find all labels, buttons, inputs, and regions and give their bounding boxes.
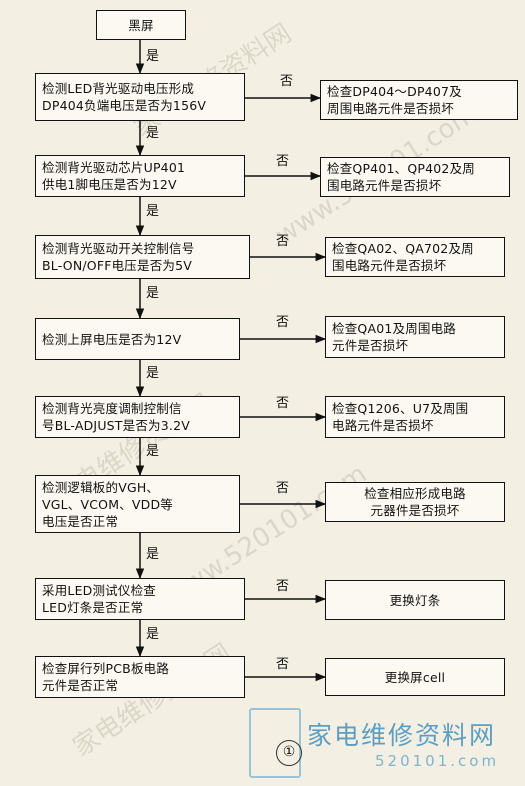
action-node: 检查Q1206、U7及周围 电路元件是否损坏 [325,396,505,438]
check-line: 采用LED测试仪检查 [42,583,156,598]
yes-label: 是 [146,126,160,141]
page-number: ① [276,740,302,766]
no-label: 否 [276,481,290,496]
check-line: 检测背光亮度调制控制信 [42,401,182,416]
action-line: 周围电路元件是否损坏 [327,101,455,116]
check-line: BL-ON/OFF电压是否为5V [42,258,193,273]
yes-label: 是 [146,444,160,459]
yes-label: 是 [146,627,160,642]
check-line: 检测LED背光驱动电压形成 [42,81,195,96]
check-line: 检测逻辑板的VGH、 [42,479,160,495]
action-line: 电路元件是否损坏 [332,418,434,433]
action-node: 更换屏cell [325,658,505,696]
check-node: 检测背光驱动芯片UP401 供电1脚电压是否为12V [35,155,245,197]
action-node: 更换灯条 [325,580,505,620]
no-label: 否 [276,579,290,594]
action-line: 元器件是否损坏 [370,503,460,518]
check-line: 检查屏行列PCB板电路 [42,661,170,676]
check-line: 检测上屏电压是否为12V [42,331,182,347]
action-node: 检查QA02、QA702及周 围电路元件是否损坏 [325,237,505,277]
no-label: 否 [276,657,290,672]
brand-url: 520101.com [375,752,500,770]
action-line: 更换灯条 [389,592,441,608]
check-line: LED灯条是否正常 [42,600,144,615]
check-line: 元件是否正常 [42,678,119,693]
check-line: 供电1脚电压是否为12V [42,177,177,192]
no-label: 否 [276,396,290,411]
no-label: 否 [276,154,290,169]
book-icon [249,708,301,778]
check-node: 检查屏行列PCB板电路 元件是否正常 [35,656,245,698]
check-node: 检测背光驱动开关控制信号 BL-ON/OFF电压是否为5V [35,235,250,279]
no-label: 否 [276,315,290,330]
check-node: 检测背光亮度调制控制信 号BL-ADJUST是否为3.2V [35,396,240,438]
check-line: VGL、VCOM、VDD等 [42,496,174,512]
action-line: 检查DP404～DP407及 [327,84,462,99]
action-node: 检查QP401、QP402及周 围电路元件是否损坏 [320,157,510,197]
yes-label: 是 [146,366,160,381]
brand-name: 家电维修资料网 [307,721,497,750]
action-node: 检查DP404～DP407及 周围电路元件是否损坏 [320,80,518,120]
action-line: 围电路元件是否损坏 [332,258,447,273]
action-line: 围电路元件是否损坏 [327,178,442,193]
yes-label: 是 [146,286,160,301]
action-line: 检查Q1206、U7及周围 [332,401,469,416]
start-node: 黑屏 [96,10,186,40]
check-line: DP404负端电压是否为156V [42,98,207,113]
yes-label: 是 [146,49,160,64]
no-label: 否 [280,74,294,89]
action-node: 检查相应形成电路 元器件是否损坏 [325,482,505,522]
check-node: 检测上屏电压是否为12V [35,318,240,360]
action-line: 检查相应形成电路 [364,486,466,501]
check-node: 检测逻辑板的VGH、 VGL、VCOM、VDD等 电压是否正常 [35,475,240,533]
action-node: 检查QA01及周围电路 元件是否损坏 [325,316,505,358]
yes-label: 是 [146,204,160,219]
check-line: 电压是否正常 [42,513,119,529]
action-line: 检查QA02、QA702及周 [332,241,474,256]
check-node: 检测LED背光驱动电压形成 DP404负端电压是否为156V [35,73,245,121]
action-line: 检查QP401、QP402及周 [327,161,475,176]
brand-logo: 家电维修资料网 520101.com [245,706,525,786]
check-line: 检测背光驱动开关控制信号 [42,241,195,256]
action-line: 元件是否损坏 [332,338,409,353]
check-line: 检测背光驱动芯片UP401 [42,160,186,175]
action-line: 检查QA01及周围电路 [332,321,456,336]
action-line: 更换屏cell [384,669,446,685]
start-node-label: 黑屏 [128,17,154,33]
check-line: 号BL-ADJUST是否为3.2V [42,418,190,433]
check-node: 采用LED测试仪检查 LED灯条是否正常 [35,578,245,620]
yes-label: 是 [146,547,160,562]
no-label: 否 [276,234,290,249]
